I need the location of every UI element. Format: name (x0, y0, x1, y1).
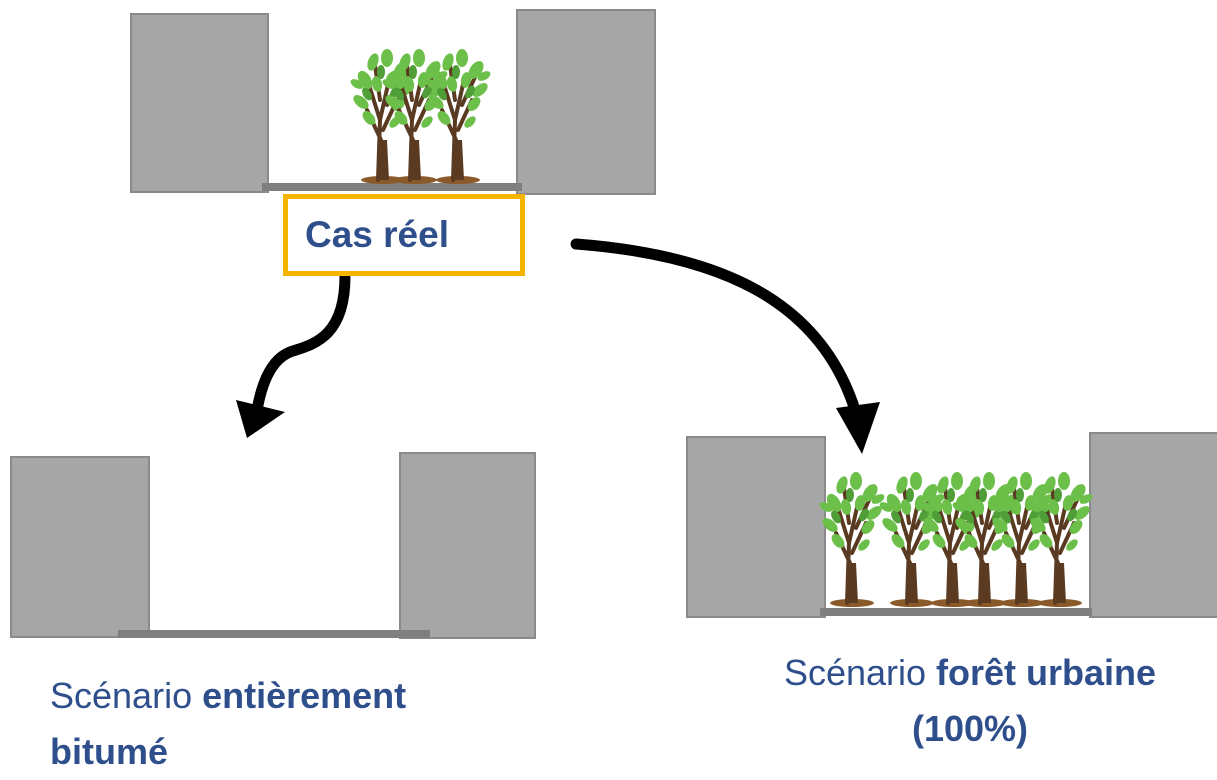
scenario-prefix: Scénario (50, 675, 203, 716)
scenario-forest-label: Scénario forêt urbaine (100%) (720, 645, 1217, 757)
ground-top (262, 183, 522, 191)
scenario-prefix: Scénario (783, 652, 937, 693)
tree-icon (815, 470, 889, 609)
real-case-box: Cas réel (283, 194, 525, 276)
arrow-icon (236, 270, 351, 438)
scenario-bold-line2: (100%) (911, 708, 1029, 749)
ground-left (118, 630, 430, 638)
building-top-right (516, 9, 656, 195)
building-left-right (399, 452, 536, 639)
ground-right (820, 608, 1092, 616)
arrow-icon (570, 238, 880, 454)
real-case-label: Cas réel (305, 214, 449, 255)
scenario-bold: forêt urbaine (936, 652, 1157, 693)
scenario-bold-line2: bitumé (50, 731, 169, 772)
building-top-left (130, 13, 269, 193)
scenario-bold: entièrement (202, 675, 407, 716)
scenario-paved-label: Scénario entièrement bitumé (50, 668, 530, 780)
building-right-right (1089, 432, 1217, 618)
building-left-left (10, 456, 150, 638)
